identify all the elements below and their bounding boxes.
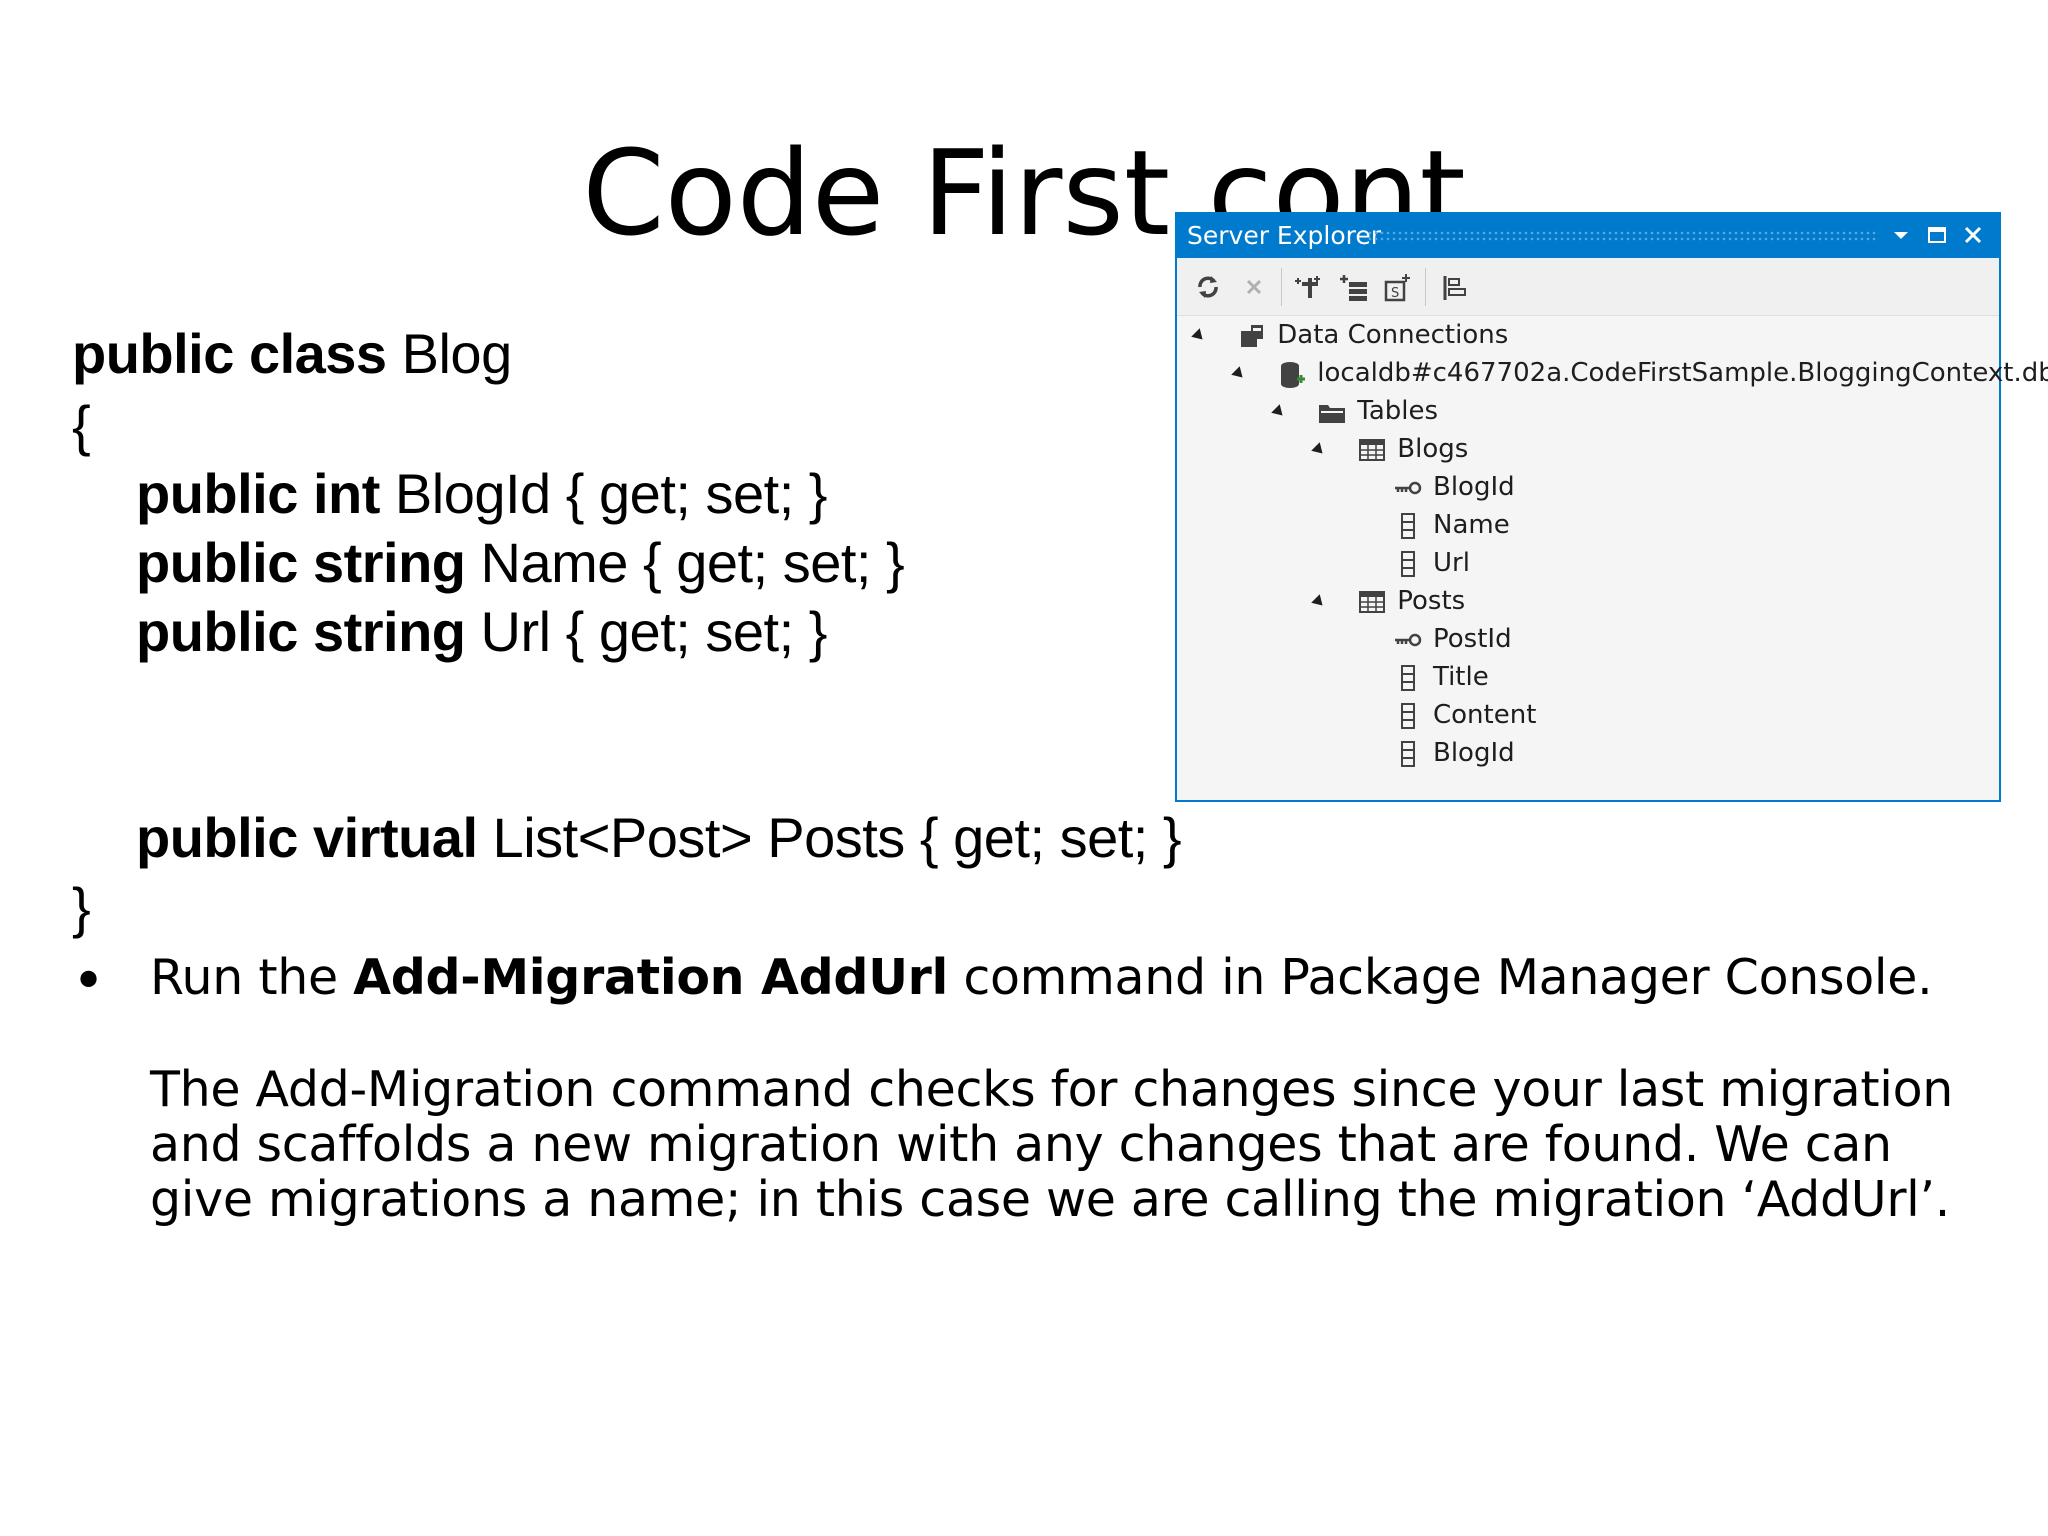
code-text: BlogId { get; set; } <box>379 462 828 525</box>
connect-to-server-icon[interactable] <box>1337 270 1371 304</box>
bullet-text: Run the <box>150 949 354 1006</box>
tree-node-column[interactable]: Title <box>1393 658 1489 696</box>
tree-node-column[interactable]: Name <box>1393 506 1510 544</box>
code-line-name: public string Name { get; set; } <box>136 531 905 595</box>
column-icon <box>1393 663 1423 693</box>
primary-key-icon <box>1393 625 1423 655</box>
expand-arrow-icon[interactable] <box>1271 403 1287 420</box>
connect-to-sharepoint-icon[interactable]: S <box>1381 270 1415 304</box>
tree-label: localdb#c467702a.CodeFirstSample.Bloggin… <box>1317 358 2048 388</box>
bullet-run-line: Run the Add-Migration AddUrl command in … <box>150 949 1933 1006</box>
code-line-class: public class Blog <box>72 322 512 386</box>
code-text: Blog <box>386 322 513 385</box>
server-explorer-panel: Server Explorer S <box>1175 212 2048 802</box>
tree-node-column[interactable]: Url <box>1393 544 1470 582</box>
close-icon[interactable] <box>1959 218 1987 261</box>
column-icon <box>1393 549 1423 579</box>
tree-node-column-key[interactable]: BlogId <box>1393 468 1515 506</box>
paragraph-line-2: and scaffolds a new migration with any c… <box>150 1116 1892 1173</box>
tree-node-column[interactable]: Content <box>1393 696 1536 734</box>
azure-icon[interactable] <box>1437 270 1471 304</box>
server-explorer-toolbar: S <box>1177 258 1999 316</box>
tree-label: Url <box>1433 548 1470 578</box>
tree-node-blogs[interactable]: Blogs <box>1311 430 1469 468</box>
table-icon <box>1357 587 1387 617</box>
expand-arrow-icon[interactable] <box>1231 365 1247 382</box>
tree-node-posts[interactable]: Posts <box>1311 582 1466 620</box>
tree-label: Name <box>1433 510 1510 540</box>
paragraph-line-1: The Add-Migration command checks for cha… <box>150 1061 1954 1118</box>
tree-label: Content <box>1433 700 1537 730</box>
tree-node-column[interactable]: BlogId <box>1393 734 1515 772</box>
chevron-down-icon[interactable] <box>1887 218 1915 261</box>
tree-label: Posts <box>1397 586 1466 616</box>
code-text: Name { get; set; } <box>465 531 905 594</box>
server-explorer-titlebar[interactable]: Server Explorer <box>1177 214 1999 258</box>
paragraph-line-3: give migrations a name; in this case we … <box>150 1171 1951 1228</box>
data-connections-icon <box>1237 321 1267 351</box>
tree-label: BlogId <box>1433 472 1515 502</box>
tree-node-data-connections[interactable]: Data Connections <box>1191 316 1509 354</box>
stop-icon[interactable] <box>1237 270 1271 304</box>
code-open-brace: { <box>72 394 91 457</box>
code-keyword: public string <box>136 531 466 594</box>
column-icon <box>1393 701 1423 731</box>
code-close-brace: } <box>72 876 91 939</box>
code-line-url: public string Url { get; set; } <box>136 600 827 664</box>
expand-arrow-icon[interactable] <box>1311 593 1327 610</box>
tree-label: Blogs <box>1397 434 1469 464</box>
code-keyword: public string <box>136 600 466 663</box>
bullet-command: Add-Migration AddUrl <box>353 949 949 1006</box>
code-keyword: public int <box>136 462 380 525</box>
column-icon <box>1393 511 1423 541</box>
bullet-marker: • <box>72 949 106 1014</box>
toolbar-separator <box>1425 268 1426 306</box>
expand-arrow-icon[interactable] <box>1191 327 1207 344</box>
server-explorer-title: Server Explorer <box>1187 221 1382 250</box>
code-keyword: public class <box>72 322 387 385</box>
tree-label: Tables <box>1357 396 1439 426</box>
server-explorer-tree: Data Connections localdb#c467702a.CodeFi… <box>1177 316 2048 800</box>
tree-node-connection[interactable]: localdb#c467702a.CodeFirstSample.Bloggin… <box>1231 354 2048 392</box>
svg-text:S: S <box>1391 286 1399 301</box>
database-connection-icon <box>1277 359 1307 389</box>
code-line-blogid: public int BlogId { get; set; } <box>136 462 828 526</box>
refresh-icon[interactable] <box>1191 270 1225 304</box>
table-icon <box>1357 435 1387 465</box>
folder-icon <box>1317 397 1347 427</box>
toolbar-separator <box>1281 268 1282 306</box>
column-icon <box>1393 739 1423 769</box>
tree-label: BlogId <box>1433 738 1515 768</box>
titlebar-grip[interactable] <box>1367 230 1879 242</box>
connect-to-database-icon[interactable] <box>1293 270 1327 304</box>
expand-arrow-icon[interactable] <box>1311 441 1327 458</box>
tree-label: Title <box>1433 662 1489 692</box>
tree-node-tables[interactable]: Tables <box>1271 392 1439 430</box>
code-text: List<Post> Posts { get; set; } <box>477 806 1182 869</box>
primary-key-icon <box>1393 473 1423 503</box>
tree-node-column-key[interactable]: PostId <box>1393 620 1512 658</box>
code-line-posts: public virtual List<Post> Posts { get; s… <box>136 806 1182 870</box>
code-text: Url { get; set; } <box>465 600 828 663</box>
bullet-text: command in Package Manager Console. <box>948 949 1933 1006</box>
tree-label: PostId <box>1433 624 1512 654</box>
code-keyword: public virtual <box>136 806 478 869</box>
tree-label: Data Connections <box>1277 320 1509 350</box>
maximize-icon[interactable] <box>1923 218 1951 261</box>
